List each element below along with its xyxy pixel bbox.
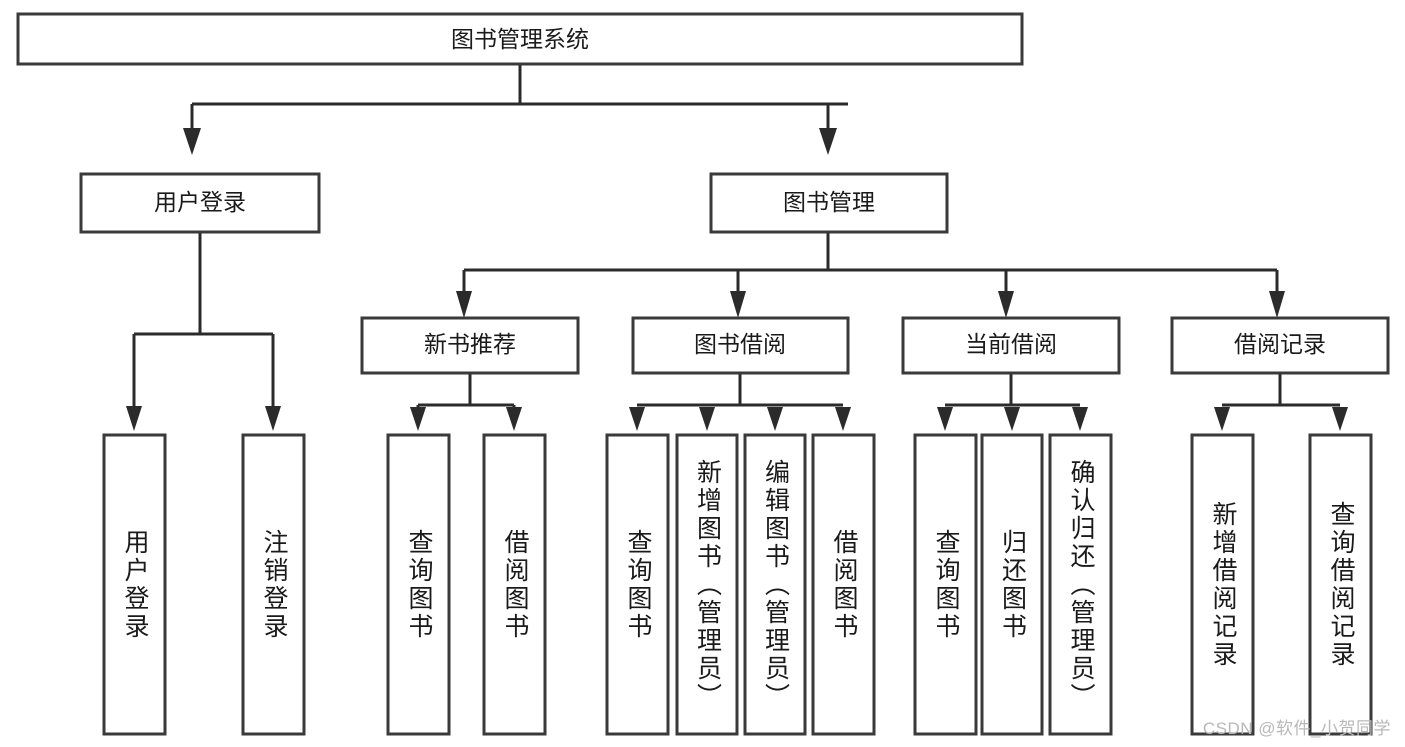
arrow-head-leaf-borrow-book-1 <box>506 407 522 431</box>
leaf-box-query-record[interactable] <box>1308 433 1373 736</box>
node-current-borrow-box[interactable] <box>901 316 1121 375</box>
node-borrow-record-label: 借阅记录 <box>1234 331 1326 357</box>
node-root-label: 图书管理系统 <box>451 26 589 52</box>
leaf-box-user-login[interactable] <box>102 433 167 736</box>
leaf-box-query-book-1[interactable] <box>386 433 451 736</box>
node-book-management-label: 图书管理 <box>783 189 875 215</box>
leaf-box-borrow-book-2[interactable] <box>811 433 876 736</box>
node-book-management[interactable]: 图书管理 <box>709 172 949 234</box>
leaf-box-borrow-book-1[interactable] <box>482 433 547 736</box>
node-current-borrow[interactable]: 当前借阅 <box>901 316 1121 375</box>
node-book-borrow[interactable]: 图书借阅 <box>631 316 850 375</box>
watermark-text: CSDN @软件_小贺同学 <box>1202 719 1391 738</box>
connector-group-current-borrow <box>937 373 1088 431</box>
connector-group-new-book-recommend <box>410 373 522 431</box>
node-current-borrow-label: 当前借阅 <box>965 331 1057 357</box>
node-borrow-record-box[interactable] <box>1170 316 1390 375</box>
arrow-head-leaf-return-book <box>1004 407 1020 431</box>
leaf-box-confirm-return[interactable] <box>1048 433 1113 736</box>
leaf-box-query-book-3[interactable] <box>913 433 978 736</box>
leaf-box-query-book-2[interactable] <box>605 433 670 736</box>
arrow-head-leaf-query-book-1 <box>410 407 426 431</box>
node-book-management-box[interactable] <box>709 172 949 234</box>
connector-group-book-management <box>456 232 1285 318</box>
leaf-boxes <box>102 433 1373 736</box>
arrow-head-leaf-add-book <box>699 407 715 431</box>
node-book-borrow-label: 图书借阅 <box>694 331 786 357</box>
leaf-box-logout-login[interactable] <box>241 433 306 736</box>
arrow-head-leaf-logout-login <box>265 406 281 431</box>
arrow-head-leaf-query-record <box>1332 407 1348 431</box>
connector-group-borrow-record <box>1214 373 1348 431</box>
arrow-head-leaf-query-book-3 <box>937 407 953 431</box>
node-new-book-recommend-box[interactable] <box>360 316 580 375</box>
arrow-head-book-borrow <box>730 291 746 318</box>
leaf-box-add-record[interactable] <box>1190 433 1255 736</box>
node-user-login-box[interactable] <box>79 172 321 234</box>
connector-group-user-login <box>126 232 281 431</box>
arrow-head-leaf-user-login <box>126 406 142 431</box>
node-borrow-record[interactable]: 借阅记录 <box>1170 316 1390 375</box>
arrow-head-leaf-add-record <box>1214 407 1230 431</box>
node-root[interactable]: 图书管理系统 <box>16 12 1024 66</box>
node-new-book-recommend[interactable]: 新书推荐 <box>360 316 580 375</box>
arrow-head-leaf-confirm-return <box>1072 407 1088 431</box>
arrow-head-book-management <box>819 128 837 155</box>
node-user-login-label: 用户登录 <box>154 189 246 215</box>
arrow-head-borrow-record <box>1269 291 1285 318</box>
arrow-head-leaf-edit-book <box>767 407 783 431</box>
arrow-head-current-borrow <box>998 291 1014 318</box>
arrow-head-new-book-recommend <box>456 291 472 318</box>
arrow-head-leaf-query-book-2 <box>629 407 645 431</box>
connector-group-book-borrow <box>629 373 851 431</box>
connector-group-root <box>183 64 848 155</box>
arrow-head-user-login <box>183 128 201 155</box>
leaf-box-edit-book[interactable] <box>743 433 807 736</box>
leaf-box-add-book[interactable] <box>675 433 739 736</box>
node-root-box[interactable] <box>16 12 1024 66</box>
node-user-login[interactable]: 用户登录 <box>79 172 321 234</box>
leaf-box-return-book[interactable] <box>980 433 1044 736</box>
node-book-borrow-box[interactable] <box>631 316 850 375</box>
arrow-head-leaf-borrow-book-2 <box>835 407 851 431</box>
node-new-book-recommend-label: 新书推荐 <box>424 331 516 357</box>
